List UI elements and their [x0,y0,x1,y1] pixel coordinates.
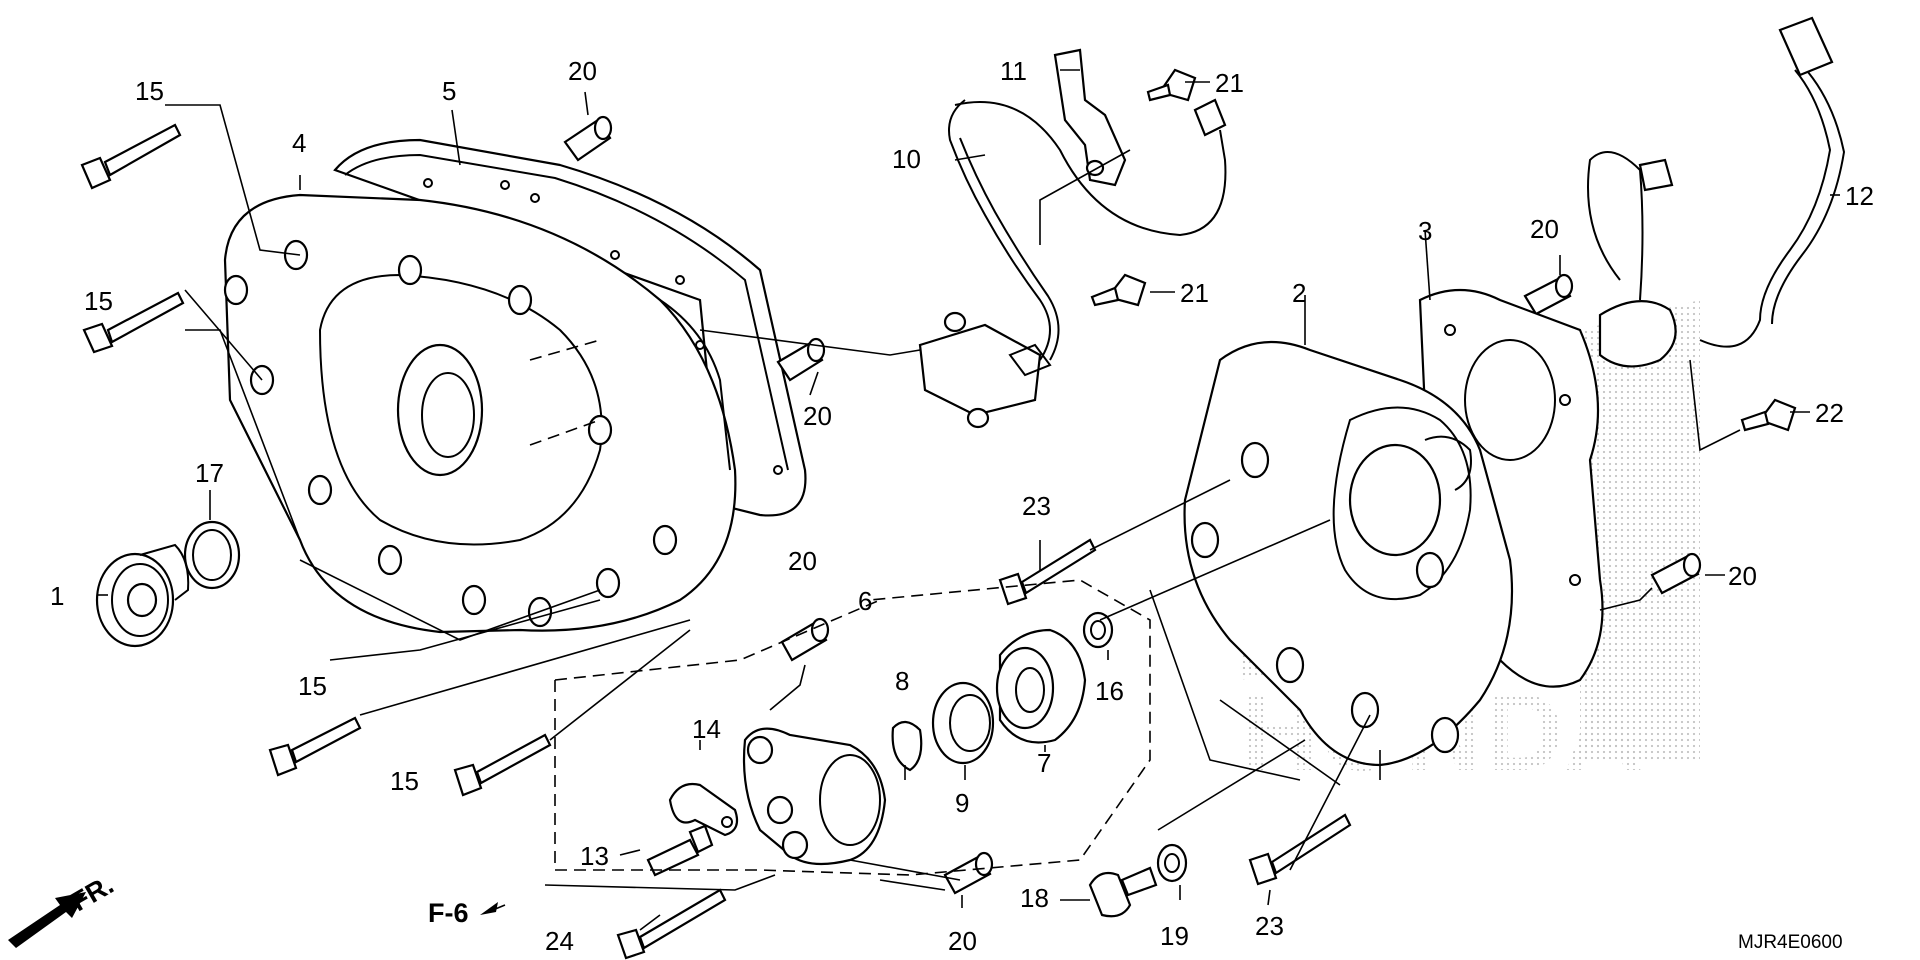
label-20-e: 20 [788,546,817,576]
label-7: 7 [1037,748,1051,778]
collar-20-a [563,115,613,162]
leader-lines [98,69,1840,931]
bolt-15-d [453,733,552,797]
bolt-24 [616,888,727,960]
clamp-11 [1053,48,1127,187]
label-20-a: 20 [568,56,597,86]
label-15-d: 15 [390,766,419,796]
bolt-15-c [268,716,362,777]
diagram-code: MJR4E0600 [1738,932,1843,953]
label-23-b: 23 [1255,911,1284,941]
label-17: 17 [195,458,224,488]
sensor-10 [918,98,1227,429]
label-9: 9 [955,788,969,818]
bolt-23-a [998,538,1097,606]
label-10: 10 [892,144,921,174]
collar-20-f [943,851,994,895]
washer-19 [1156,843,1188,883]
bearing-7 [995,628,1087,744]
harness-12 [1587,16,1846,368]
label-19: 19 [1160,921,1189,951]
bolt-22 [1740,398,1797,432]
o-ring-17 [183,520,241,590]
label-14: 14 [692,714,721,744]
seal-9 [931,681,995,765]
label-8: 8 [895,666,909,696]
collar-20-c [1523,273,1574,316]
label-15-a: 15 [135,76,164,106]
clip-8 [891,720,923,772]
label-3: 3 [1418,216,1432,246]
label-5: 5 [442,76,456,106]
label-22: 22 [1815,398,1844,428]
ring-16 [1082,611,1114,649]
gasket-5 [333,138,807,517]
label-15-c: 15 [298,671,327,701]
label-21-a: 21 [1215,68,1244,98]
bolt-21-a [1146,68,1197,102]
label-2: 2 [1292,278,1306,308]
label-16: 16 [1095,676,1124,706]
pump-body [742,727,887,866]
bolt-18 [1088,866,1158,918]
label-21-b: 21 [1180,278,1209,308]
label-20-d: 20 [1728,561,1757,591]
cover-4 [223,193,737,634]
reference-label: F-6 [428,898,469,928]
reference-f6: F-6 [428,898,506,928]
cover-bolt-holes [223,239,678,628]
collar-20-d [1650,552,1702,595]
label-11: 11 [1000,56,1027,86]
cover-2 [1183,340,1514,767]
label-12: 12 [1845,181,1874,211]
bolt-15-a [80,123,182,190]
bolt-15-b [82,291,185,354]
clip-14 [668,782,739,837]
bolt-21-b [1090,273,1147,307]
label-20-b: 20 [803,401,832,431]
label-23-a: 23 [1022,491,1051,521]
label-1: 1 [50,581,64,611]
label-6: 6 [858,586,872,616]
fitting-13 [646,824,714,877]
label-20-f: 20 [948,926,977,956]
part-labels: 15 15 15 15 4 5 20 20 20 20 20 20 1 17 1… [50,56,1874,956]
label-18: 18 [1020,883,1049,913]
front-direction-arrow: FR. [8,869,119,948]
label-15-b: 15 [84,286,113,316]
label-20-c: 20 [1530,214,1559,244]
label-24: 24 [545,926,574,956]
bolt-23-b [1248,813,1352,886]
plug-1 [95,543,190,648]
label-4: 4 [292,128,306,158]
label-13: 13 [580,841,609,871]
